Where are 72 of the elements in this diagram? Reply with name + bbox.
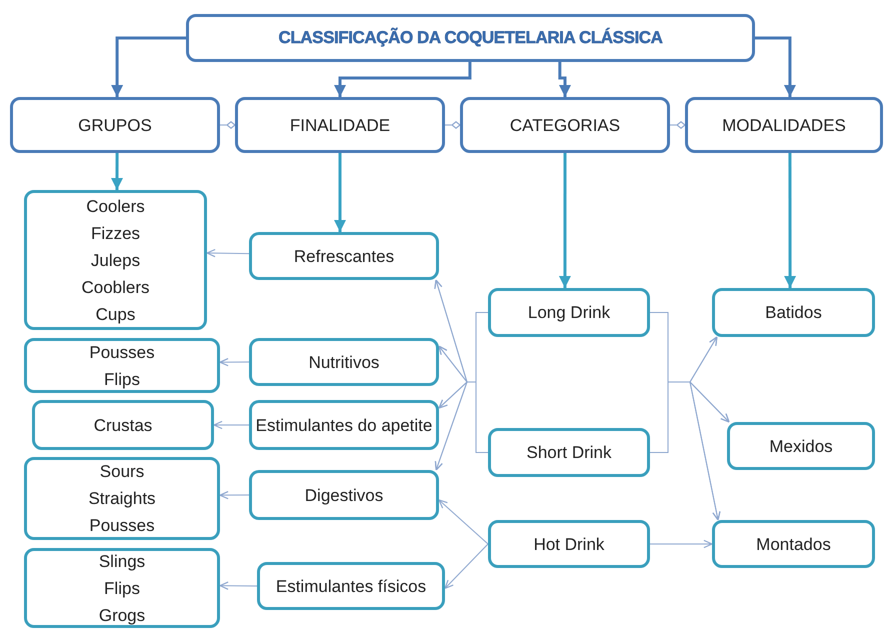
item-box <box>257 562 445 610</box>
arrow <box>111 153 123 190</box>
node-label: Digestivos <box>304 484 384 506</box>
node-label: Fizzes <box>90 222 140 244</box>
header-box <box>460 97 670 153</box>
node-label: Slings <box>98 550 146 572</box>
arrow <box>334 62 472 97</box>
node-label: Estimulantes do apetite <box>256 414 432 436</box>
node-label: Short Drink <box>526 442 612 464</box>
arrow <box>213 420 250 430</box>
arrow <box>219 358 250 366</box>
node-label: Estimulantes físicos <box>276 576 426 598</box>
node-label: Hot Drink <box>534 534 604 556</box>
arrow <box>444 544 488 589</box>
title-box <box>186 14 755 62</box>
item-box <box>488 428 650 477</box>
node-label: Cooblers <box>81 276 150 298</box>
item-box <box>488 288 650 337</box>
item-box <box>24 338 220 393</box>
arrow <box>434 382 488 471</box>
item-box <box>24 190 207 330</box>
item-box <box>712 288 875 337</box>
connector-line <box>220 121 236 129</box>
node-label: Coolers <box>86 196 145 218</box>
item-box <box>24 548 220 628</box>
arrow <box>219 582 258 590</box>
node-label: Straights <box>88 488 156 510</box>
item-box <box>727 422 875 470</box>
connector-line <box>444 121 461 129</box>
node-label: Pousses <box>89 342 155 364</box>
item-box <box>249 232 439 280</box>
item-box <box>249 338 439 386</box>
node-label: CLASSIFICAÇÃO DA COQUETELARIA CLÁSSICA <box>278 27 662 49</box>
node-label: Sours <box>100 461 144 483</box>
node-label: Grogs <box>98 604 146 626</box>
node-label: Batidos <box>765 302 822 324</box>
arrow <box>206 248 250 258</box>
node-label: Pousses <box>89 515 155 537</box>
header-box <box>235 97 445 153</box>
item-box <box>32 400 214 450</box>
node-label: Cups <box>96 304 136 326</box>
node-label: Flips <box>104 578 140 600</box>
arrow <box>650 540 713 548</box>
arrow <box>219 490 250 500</box>
node-label: Long Drink <box>528 302 610 324</box>
node-label: Mexidos <box>769 436 833 458</box>
node-label: Montados <box>756 534 831 556</box>
arrow <box>111 36 186 97</box>
node-label: CATEGORIAS <box>510 114 620 136</box>
node-label: Refrescantes <box>294 246 394 268</box>
node-label: MODALIDADES <box>722 114 846 136</box>
arrow <box>784 153 796 288</box>
item-box <box>712 520 875 568</box>
item-box <box>249 470 439 520</box>
node-label: Crustas <box>94 414 152 436</box>
node-label: Nutritivos <box>308 352 380 374</box>
header-box <box>685 97 883 153</box>
item-box <box>24 457 220 540</box>
arrow <box>334 153 346 232</box>
node-label: Juleps <box>90 250 140 272</box>
arrow <box>650 382 721 521</box>
arrow <box>558 62 571 97</box>
connector-line <box>670 121 686 129</box>
arrow <box>558 153 571 288</box>
arrow <box>438 499 488 544</box>
node-label: Flips <box>104 368 140 390</box>
item-box <box>488 520 650 568</box>
header-box <box>10 97 220 153</box>
node-label: FINALIDADE <box>290 114 390 136</box>
arrow <box>755 36 796 97</box>
node-label: GRUPOS <box>78 114 152 136</box>
item-box <box>249 400 439 450</box>
